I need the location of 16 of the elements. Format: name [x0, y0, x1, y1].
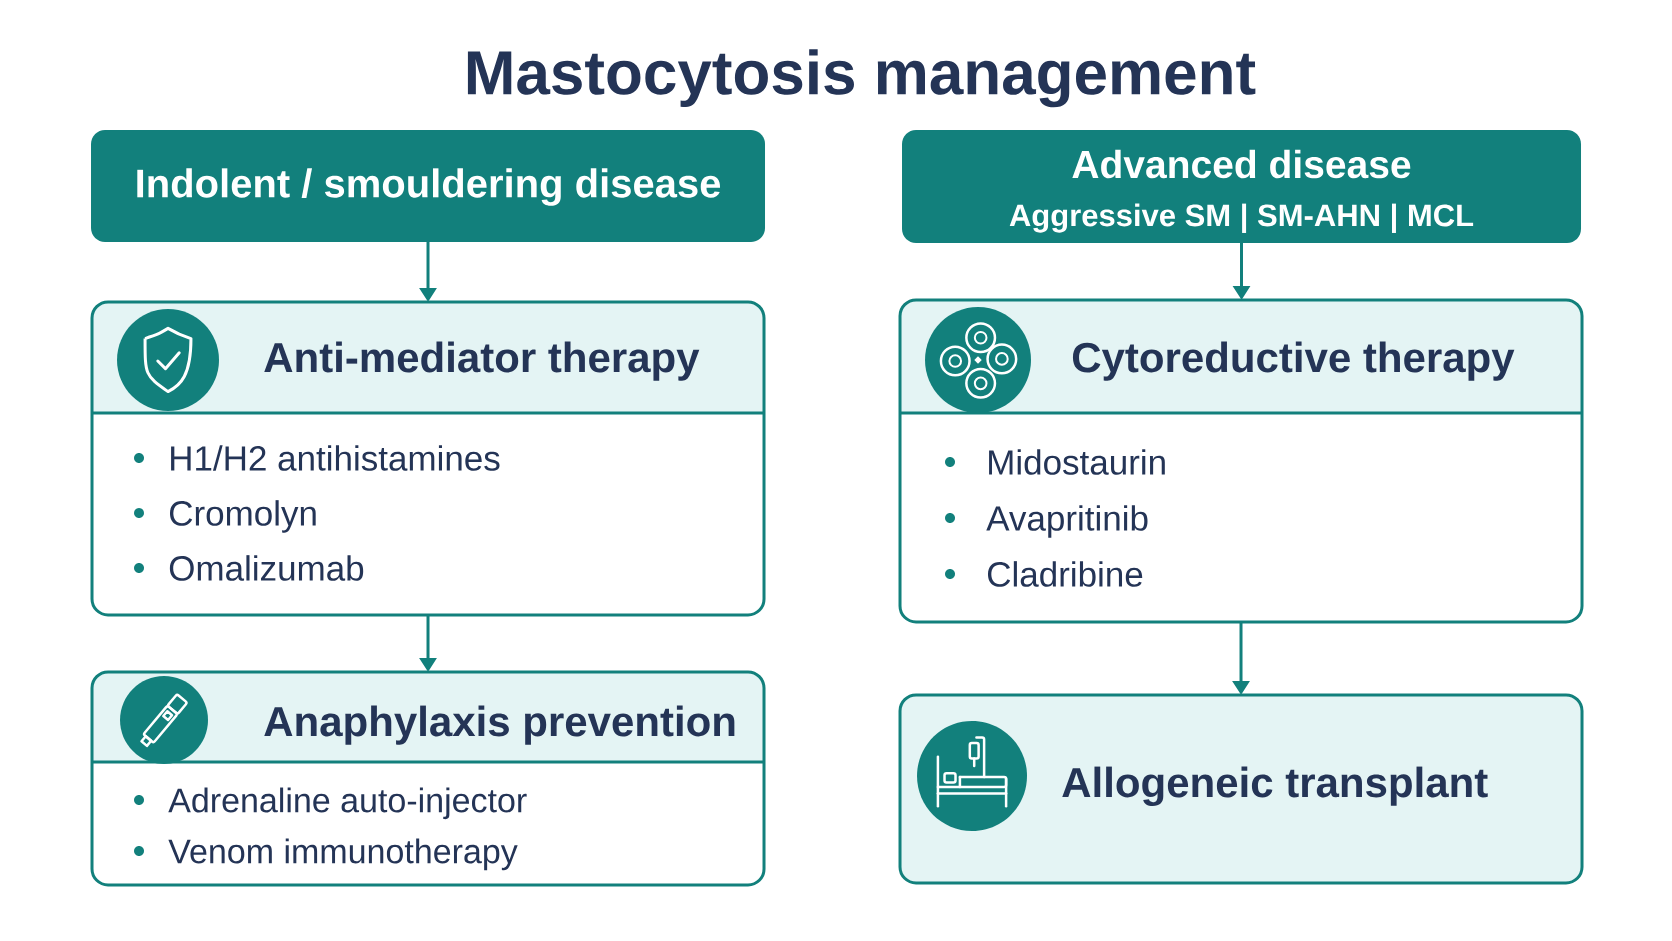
list-item: H1/H2 antihistamines — [171, 445, 500, 471]
list-item: Cromolyn — [170, 500, 316, 533]
list-item: Adrenaline auto-injector — [168, 787, 527, 820]
card-heading: Cytoreductive therapy — [1072, 341, 1515, 381]
header-title: Advanced disease — [1072, 149, 1411, 179]
card-heading: Allogeneic transplant — [1062, 766, 1488, 806]
header-subtitle: Aggressive SM | SM-AHN | MCL — [1009, 203, 1474, 233]
list-item: Venom immunotherapy — [168, 838, 518, 871]
card-heading: Anaphylaxis prevention — [264, 705, 735, 745]
list-item: Midostaurin — [989, 449, 1165, 475]
list-item: Omalizumab — [169, 555, 364, 581]
list-item: Cladribine — [988, 561, 1143, 587]
list-item: Avapritinib — [986, 505, 1148, 538]
card-heading: Anti-mediator therapy — [264, 341, 700, 381]
title: Mastocytosis management — [467, 49, 1256, 108]
header-title: Indolent / smouldering disease — [137, 168, 721, 206]
